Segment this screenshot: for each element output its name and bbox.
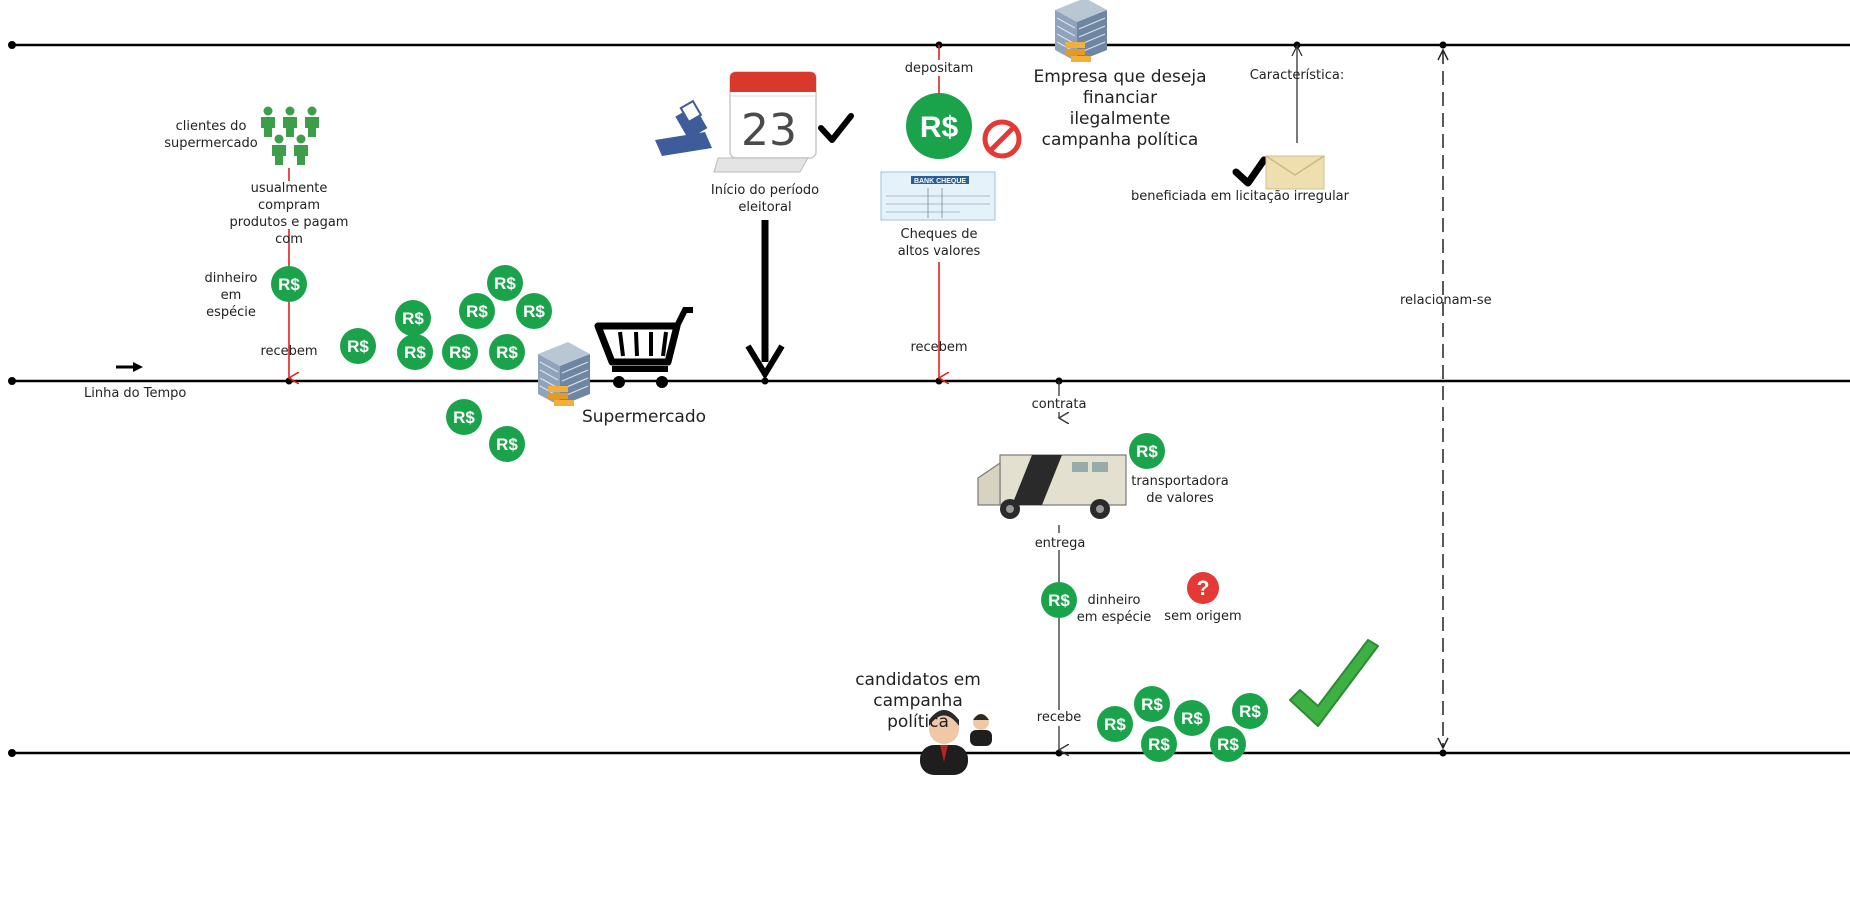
relation-arrow-bottom — [1437, 737, 1449, 750]
ballot-icon — [655, 99, 712, 156]
money-icon — [1097, 706, 1133, 742]
hires-label: contrata — [1031, 397, 1087, 412]
cart-icon — [594, 307, 693, 388]
svg-text:R$: R$ — [920, 111, 959, 144]
calendar-day: 23 — [741, 105, 797, 156]
armored-truck-icon — [977, 454, 1127, 519]
envelope-icon — [1265, 155, 1325, 190]
money-icon — [1232, 693, 1268, 729]
building-icon — [537, 341, 591, 407]
money-icon — [1141, 726, 1177, 762]
checkmark-icon — [818, 113, 854, 143]
businessman-icon — [970, 714, 992, 746]
clients-label: clientes do supermercado — [164, 119, 258, 151]
money-icon — [459, 293, 495, 329]
money-icon — [271, 266, 307, 302]
cash-label: dinheiro em espécie — [204, 271, 258, 320]
money-icon — [1134, 686, 1170, 722]
money-icon — [489, 334, 525, 370]
relate-label: relacionam-se — [1400, 293, 1492, 308]
delivers-label: entrega — [1034, 536, 1086, 551]
receive-cheque-label: recebem — [910, 340, 968, 355]
money-icon — [487, 265, 523, 301]
timeline-label: Linha do Tempo — [84, 386, 187, 401]
people-icon — [261, 106, 319, 165]
calendar-icon: 23 — [713, 71, 817, 173]
big-check-icon — [1289, 639, 1379, 727]
node — [1439, 41, 1447, 49]
svg-text:?: ? — [1197, 577, 1210, 600]
money-icon — [397, 334, 433, 370]
money-icon — [1041, 582, 1077, 618]
timeline-top — [8, 41, 1850, 49]
cheques-label: Cheques de altos valores — [897, 227, 981, 259]
supermarket-label: Supermercado — [581, 407, 707, 427]
cheque-text: BANK CHEQUE — [914, 178, 966, 185]
businessman-icon — [920, 710, 968, 775]
electoral-arrowhead — [745, 344, 785, 380]
money-icon — [489, 426, 525, 462]
electoral-period-label: Início do período eleitoral — [710, 183, 820, 215]
characteristic-label: Característica: — [1249, 68, 1345, 83]
receives-label: recebe — [1036, 710, 1082, 725]
money-icon — [1174, 700, 1210, 736]
no-origin-label: sem origem — [1164, 609, 1242, 624]
money-icon — [516, 293, 552, 329]
money-icon-large: R$ — [906, 93, 972, 159]
cash-origin-label: dinheiro em espécie — [1076, 593, 1152, 625]
money-icon — [446, 399, 482, 435]
usually-buy-label: usualmente compram produtos e pagam com — [229, 181, 349, 247]
deposit-label: depositam — [904, 61, 974, 76]
characteristic-arrowhead — [1291, 44, 1303, 57]
building-icon — [1054, 0, 1108, 63]
node — [1055, 749, 1063, 757]
node — [761, 377, 769, 385]
node — [285, 377, 293, 385]
relation-arrow-top — [1437, 48, 1449, 61]
cheque-icon: BANK CHEQUE — [880, 171, 996, 221]
irregular-bid-label: beneficiada em licitação irregular — [1131, 189, 1349, 204]
timeline-middle — [8, 377, 1850, 385]
money-icon — [442, 334, 478, 370]
node — [1439, 749, 1447, 757]
receive-label: recebem — [260, 344, 318, 359]
candidates-label: candidatos em campanha política — [855, 670, 981, 732]
arrow-icon — [116, 362, 143, 372]
forbidden-icon — [982, 119, 1022, 159]
company-label: Empresa que deseja financiar ilegalmente… — [1033, 67, 1207, 150]
money-icon — [340, 328, 376, 364]
question-icon: ? — [1187, 572, 1219, 604]
money-icon — [395, 300, 431, 336]
node — [935, 377, 943, 385]
transporter-label: transportadora de valores — [1131, 474, 1229, 506]
money-icon — [1129, 433, 1165, 469]
checkmark-icon — [1232, 156, 1268, 187]
money-icon — [1210, 726, 1246, 762]
